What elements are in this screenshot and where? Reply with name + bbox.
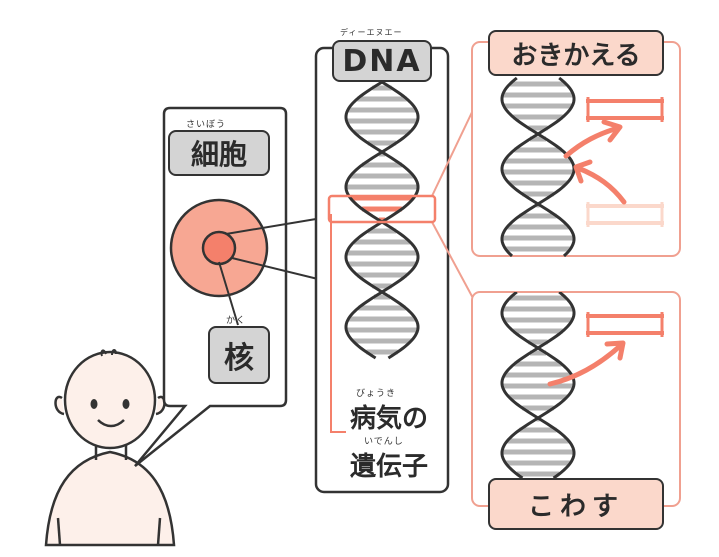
dna-strand: [500, 292, 576, 480]
replacement-gene-new: [585, 97, 665, 122]
disease-gene-highlight: [327, 194, 437, 224]
gene-connectors: [431, 107, 475, 301]
nucleus-ruby: かく: [226, 316, 247, 326]
dna-label-text: DNA: [342, 43, 422, 79]
removed-gene-faded: [586, 202, 664, 227]
nucleus-label: 核: [208, 326, 270, 384]
disease-gene-line2-ruby: いでんし: [364, 437, 404, 447]
cell-ruby: さいぼう: [186, 120, 227, 130]
disease-gene-line2: 遺伝子: [350, 452, 429, 482]
disease-gene-line1: 病気の: [350, 404, 429, 434]
destroy-label-text: こわす: [527, 491, 624, 522]
dna-ruby: ディーエヌエー: [340, 28, 403, 37]
gene-pointer-line: [330, 214, 346, 433]
dna-strand: [344, 80, 420, 360]
replace-label: おきかえる: [488, 30, 664, 76]
dna-strand: [500, 292, 576, 480]
destroy-label: こわす: [488, 478, 664, 530]
cutting-gene: [586, 312, 664, 337]
cell-illustration: [169, 198, 269, 326]
replace-label-text: おきかえる: [511, 40, 641, 71]
dna-label: DNA: [332, 40, 432, 82]
dna-double-helix: [344, 80, 420, 360]
nucleus-label-text: 核: [224, 341, 254, 376]
dna-helix-destroy: [500, 292, 576, 480]
dna-helix-replace: [500, 76, 576, 257]
cell-label: 細胞: [168, 130, 270, 176]
person-illustration: [44, 349, 176, 547]
destroy-arrow: [547, 340, 626, 387]
disease-gene-line1-ruby: びょうき: [356, 389, 397, 399]
nucleus-to-dna-connector: [225, 217, 323, 281]
cell-label-text: 細胞: [190, 138, 247, 171]
replace-arrows: [563, 119, 627, 205]
dna-strand: [344, 80, 420, 360]
destroy-panel: [471, 291, 681, 507]
dna-strand: [500, 76, 576, 257]
